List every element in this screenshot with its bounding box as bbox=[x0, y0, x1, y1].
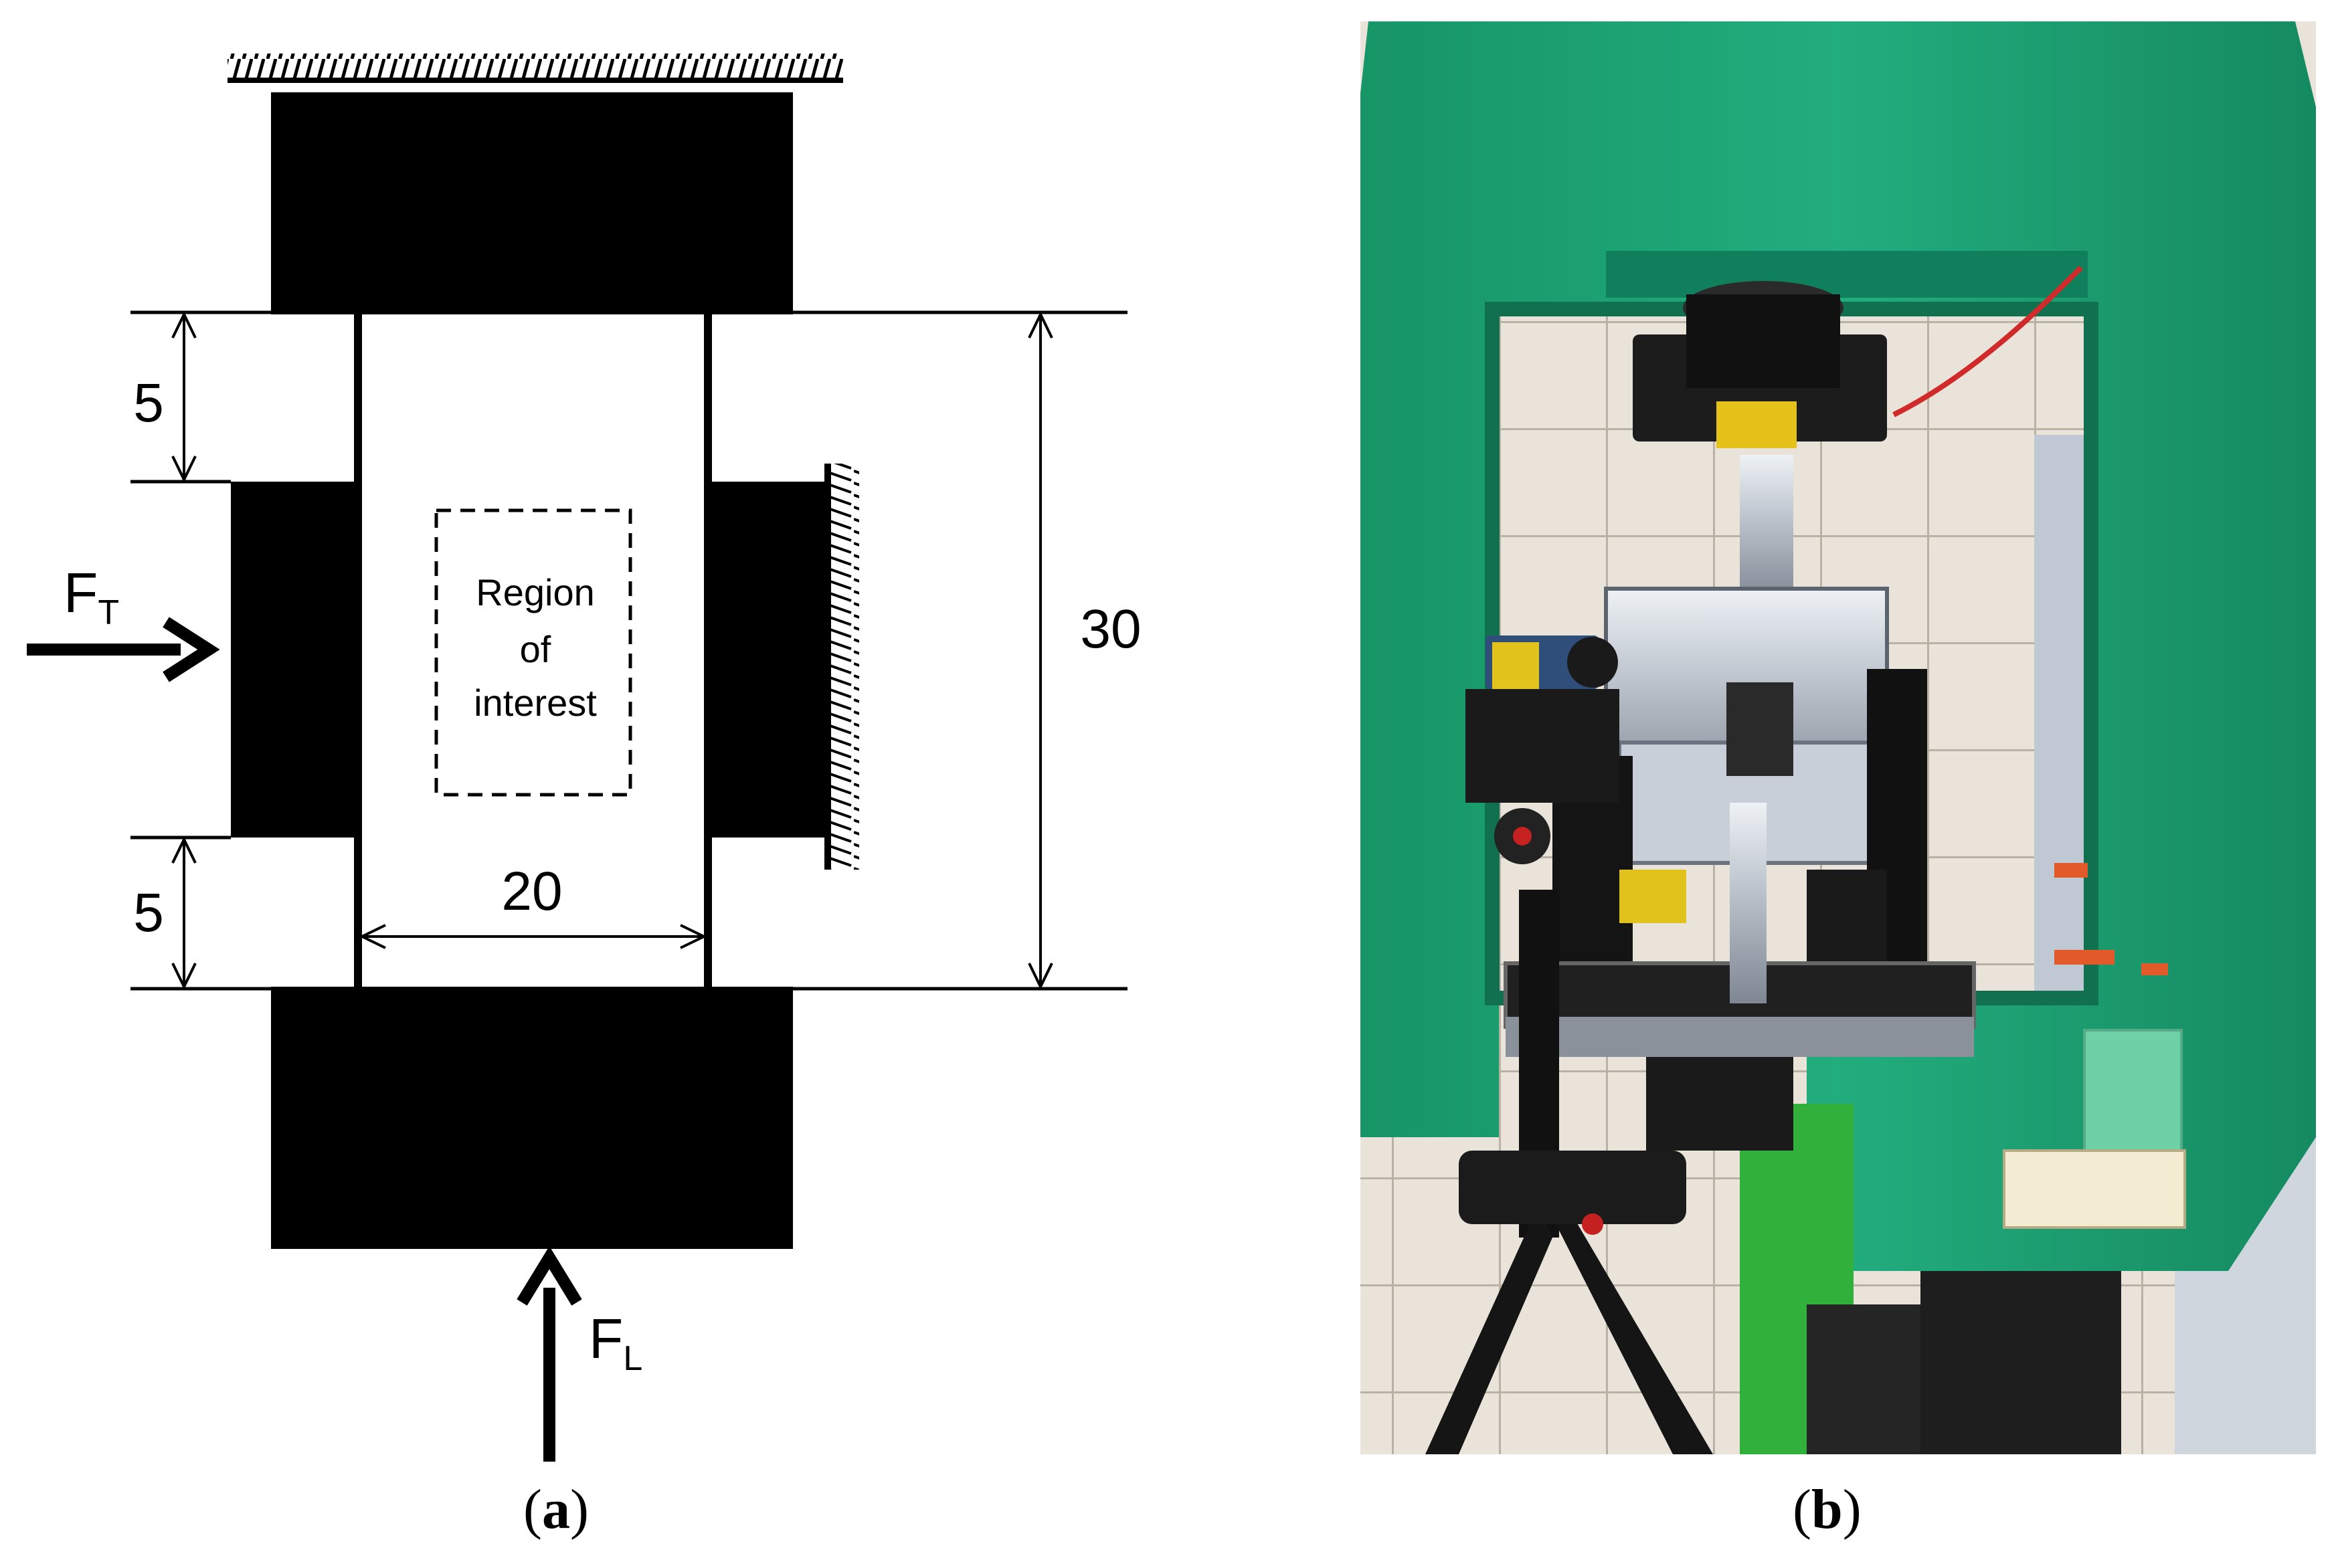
test-rig-photo bbox=[1360, 21, 2316, 1454]
longitudinal-force-arrow bbox=[517, 1246, 582, 1462]
dimension-label-bottom: 5 bbox=[133, 882, 164, 943]
caption-a-letter: a bbox=[541, 1478, 570, 1541]
longitudinal-force-label: FL bbox=[589, 1307, 642, 1378]
caption-a: (a) bbox=[523, 1478, 589, 1541]
panel-a-diagram: 5 5 20 30 Region of interest FT FL bbox=[27, 54, 1142, 1462]
right-ground-support bbox=[824, 464, 859, 870]
top-ground-support bbox=[228, 54, 843, 83]
bottom-grip-block bbox=[271, 987, 793, 1249]
dimension-extension-lines bbox=[130, 310, 1128, 991]
transverse-force-subscript: T bbox=[98, 593, 119, 632]
region-label-line1: Region bbox=[476, 571, 594, 613]
caption-b-letter: b bbox=[1811, 1478, 1843, 1541]
right-grip-block bbox=[708, 482, 825, 838]
dimension-arrows bbox=[171, 311, 1053, 990]
transverse-force-arrow bbox=[27, 617, 220, 682]
transverse-force-label: FT bbox=[64, 561, 119, 632]
dimension-label-top: 5 bbox=[133, 373, 164, 433]
specimen bbox=[354, 312, 712, 989]
dimension-label-width: 20 bbox=[501, 861, 562, 922]
longitudinal-force-symbol: F bbox=[589, 1307, 623, 1370]
region-of-interest-box bbox=[434, 508, 632, 797]
dimension-label-height: 30 bbox=[1080, 599, 1141, 660]
region-of-interest-label: Region of interest bbox=[474, 571, 597, 724]
top-grip-block bbox=[271, 92, 793, 314]
longitudinal-force-subscript: L bbox=[623, 1339, 642, 1378]
caption-b: (b) bbox=[1793, 1478, 1862, 1541]
left-grip-block bbox=[231, 482, 358, 838]
region-label-line2: of bbox=[520, 628, 551, 670]
transverse-force-symbol: F bbox=[64, 561, 98, 624]
region-label-line3: interest bbox=[474, 682, 597, 724]
